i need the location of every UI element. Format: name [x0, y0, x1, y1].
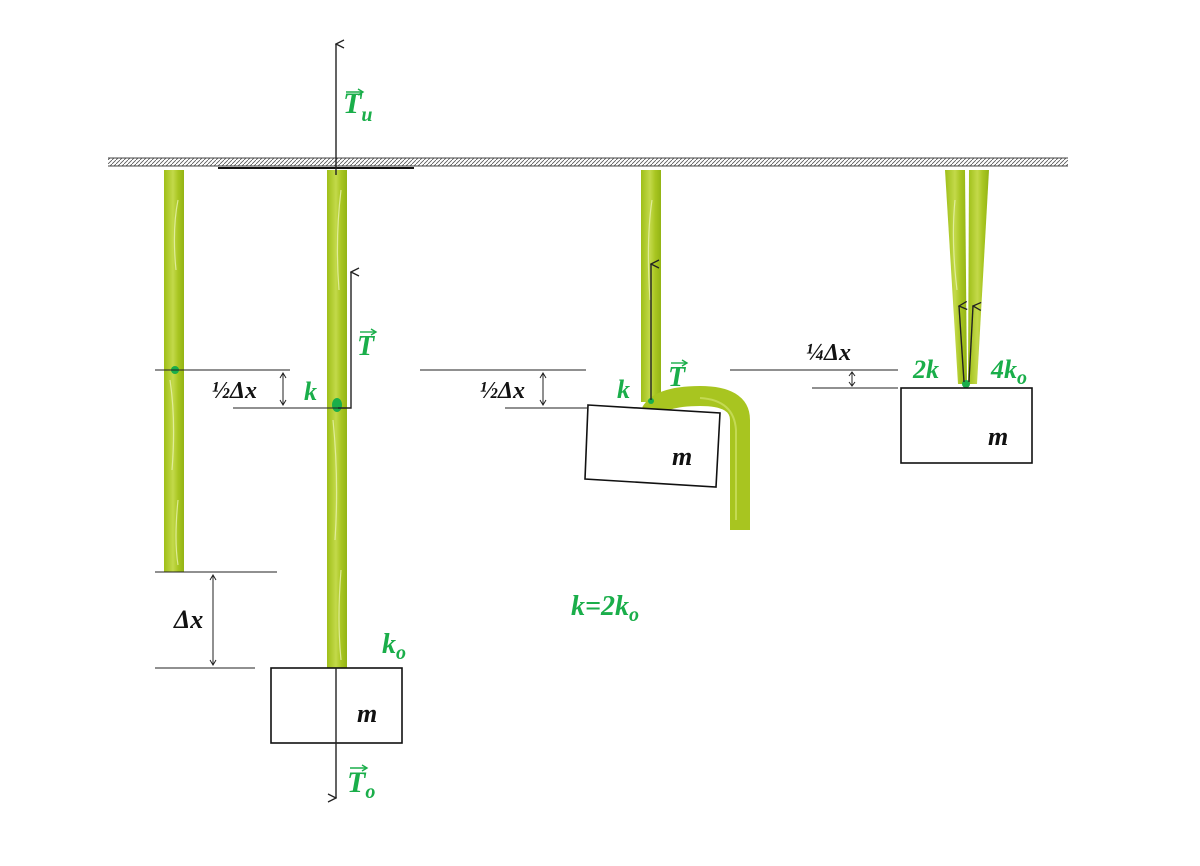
- label-half-dx-left: ½Δx: [212, 378, 257, 404]
- label-To: To: [347, 766, 375, 803]
- spring-half-bent: [641, 170, 750, 530]
- label-half-dx-middle: ½Δx: [480, 378, 525, 404]
- tension-arrow-parallel-b: [968, 306, 973, 383]
- label-Tu: Tu: [343, 87, 372, 126]
- k-point-marker: [332, 398, 342, 412]
- spring-loaded: [327, 170, 347, 668]
- ceiling: [108, 157, 1068, 169]
- spring-unloaded: [164, 170, 184, 572]
- spring-parallel: [945, 170, 989, 388]
- label-relation: k=2ko: [571, 591, 639, 626]
- tension-arrow-parallel-a: [959, 306, 964, 383]
- label-T-left: T: [357, 331, 376, 362]
- mass-box-right: [900, 387, 1033, 464]
- tension-arrow-left: [338, 272, 351, 409]
- label-mass-middle: m: [672, 442, 692, 471]
- label-mass-right: m: [988, 422, 1008, 451]
- label-k-left: k: [304, 377, 317, 406]
- label-ko: ko: [382, 629, 406, 664]
- label-4ko: 4ko: [990, 355, 1027, 389]
- label-mass-left: m: [357, 699, 377, 728]
- label-T-middle: T: [668, 362, 687, 393]
- mass-box-middle: [584, 404, 721, 488]
- label-quarter-dx: ¼Δx: [806, 340, 851, 366]
- label-2k: 2k: [912, 355, 939, 384]
- dimension-lines: [155, 369, 898, 669]
- label-dx: Δx: [173, 605, 203, 634]
- label-k-middle: k: [617, 375, 630, 404]
